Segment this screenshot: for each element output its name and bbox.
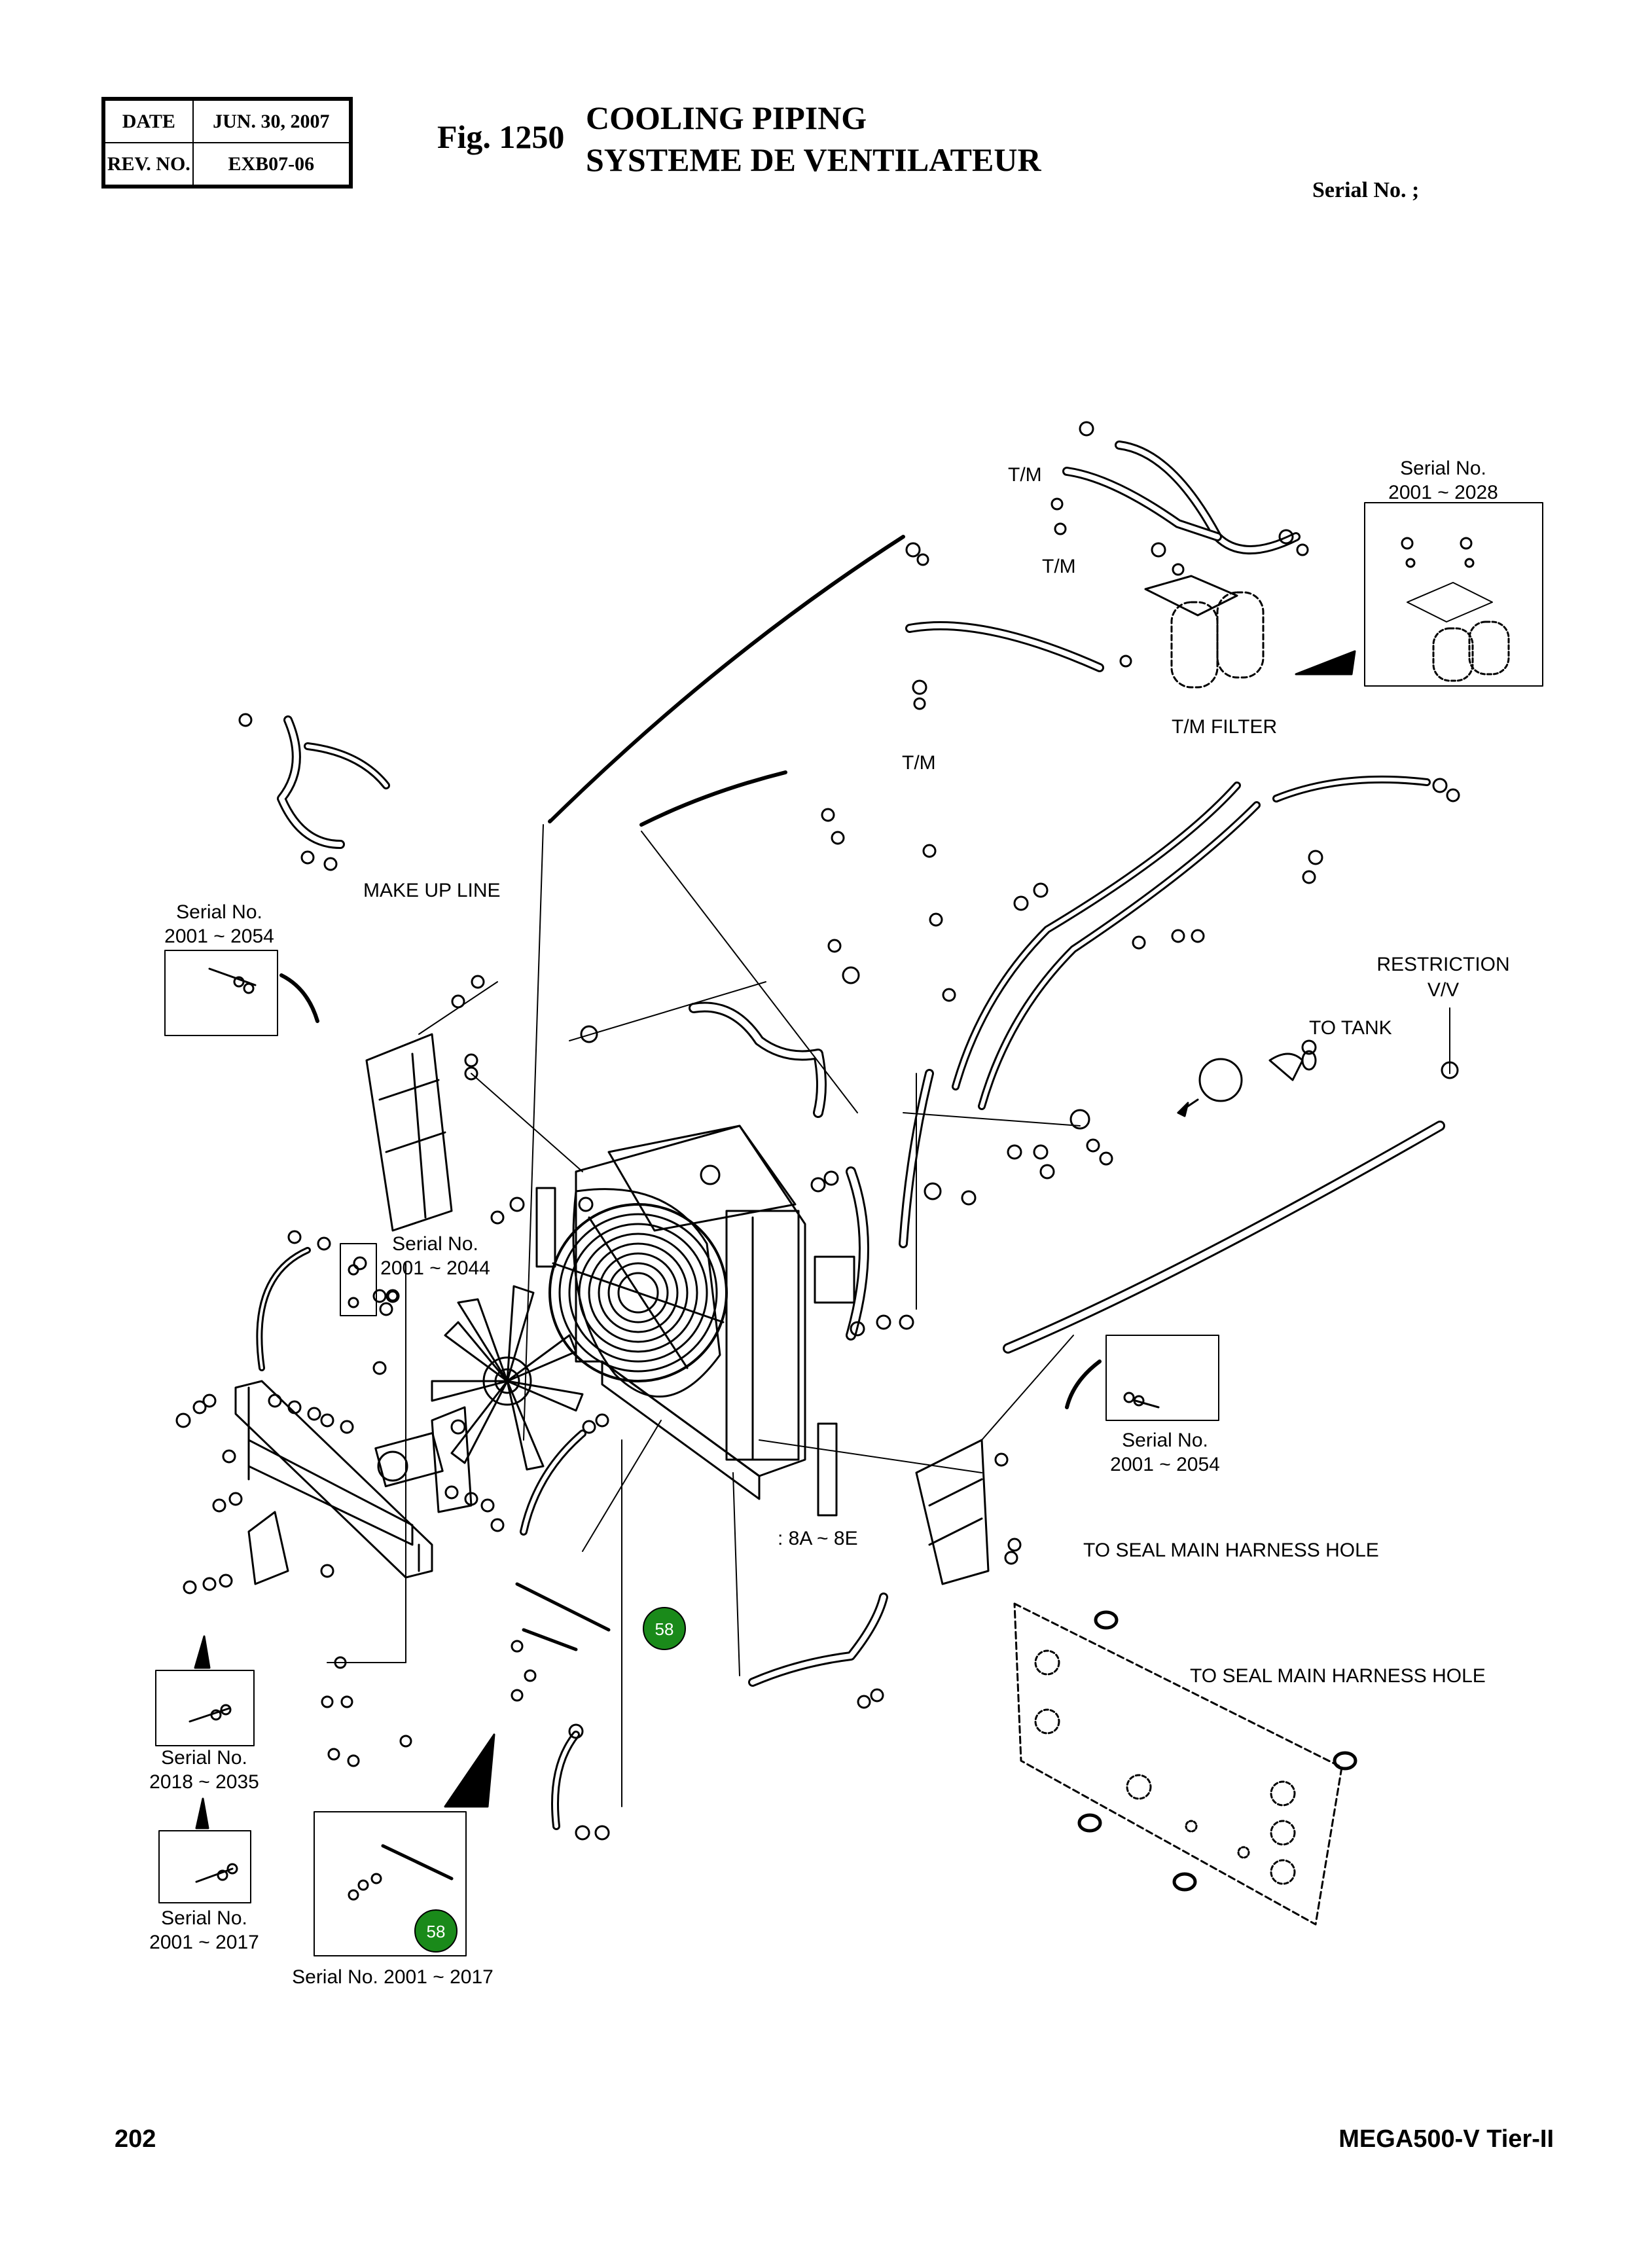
label-restriction-vv: V/V xyxy=(1428,979,1459,1001)
inset-b xyxy=(164,950,278,1036)
model-name: MEGA500-V Tier-II xyxy=(1338,2125,1554,2153)
radiator-assembly xyxy=(548,1125,855,1500)
label-tm-filter: T/M FILTER xyxy=(1172,716,1277,738)
upper-left-bracket xyxy=(365,1033,453,1232)
tm-filter-1 xyxy=(1170,601,1219,689)
vertical-tube-left xyxy=(535,1187,556,1268)
callout-58-main-text: 58 xyxy=(655,1619,674,1639)
label-tm-3: T/M xyxy=(902,752,936,774)
inset-g-pointer xyxy=(444,1733,495,1808)
inset-e-label-2: 2018 ~ 2035 xyxy=(149,1771,259,1793)
inset-e xyxy=(155,1670,255,1746)
inset-c-label-1: Serial No. xyxy=(392,1233,478,1255)
inset-g-label: Serial No. 2001 ~ 2017 xyxy=(292,1966,494,1988)
date-label: DATE xyxy=(104,99,194,143)
label-restriction: RESTRICTION xyxy=(1376,954,1509,975)
inset-a xyxy=(1364,502,1543,687)
inset-e-label-1: Serial No. xyxy=(161,1747,247,1769)
restriction-arrow-head xyxy=(1177,1102,1189,1117)
fan-blade-assembly xyxy=(431,1285,584,1471)
serial-number-label: Serial No. ; xyxy=(1312,178,1420,202)
revision-box: DATE JUN. 30, 2007 REV. NO. EXB07-06 xyxy=(101,97,353,189)
inset-d-label-1: Serial No. xyxy=(1122,1430,1208,1451)
leader-lines xyxy=(327,824,1450,1807)
inset-f-label-2: 2001 ~ 2017 xyxy=(149,1932,259,1953)
inset-d-pointer xyxy=(1065,1360,1102,1409)
radiator-outlet-neck xyxy=(814,1255,855,1304)
rev-label: REV. NO. xyxy=(104,142,194,186)
inset-f xyxy=(158,1830,251,1903)
right-bracket xyxy=(915,1439,990,1585)
callout-58-inset-text: 58 xyxy=(427,1922,446,1941)
radiator-bottom-frame xyxy=(601,1360,761,1500)
inset-d xyxy=(1105,1335,1219,1421)
inset-f-label-1: Serial No. xyxy=(161,1907,247,1929)
date-value: JUN. 30, 2007 xyxy=(192,99,351,143)
inset-a-label-1: Serial No. xyxy=(1400,458,1486,479)
label-to-tank: TO TANK xyxy=(1309,1017,1392,1039)
title-english: COOLING PIPING xyxy=(586,99,867,136)
figure-title: COOLING PIPING SYSTEME DE VENTILATEUR xyxy=(586,97,1041,181)
callout-58-inset: 58 xyxy=(414,1909,458,1953)
mounting-bracket xyxy=(247,1511,289,1585)
fasteners xyxy=(175,421,1460,1841)
page-number: 202 xyxy=(115,2125,156,2153)
fan-shroud xyxy=(572,1188,721,1398)
inset-b-label-1: Serial No. xyxy=(176,901,262,923)
inset-f-pointer xyxy=(195,1797,209,1829)
inset-a-label-2: 2001 ~ 2028 xyxy=(1388,482,1498,503)
revision-table: DATE JUN. 30, 2007 REV. NO. EXB07-06 xyxy=(104,99,351,186)
left-frame-assembly xyxy=(234,1033,453,1585)
label-8a-8e: : 8A ~ 8E xyxy=(778,1528,858,1549)
rev-value: EXB07-06 xyxy=(192,142,351,186)
inset-g xyxy=(314,1811,467,1956)
filter-bracket xyxy=(1144,575,1238,617)
to-tank-oring xyxy=(1301,1050,1317,1071)
inset-c xyxy=(340,1243,399,1316)
label-make-up-line: MAKE UP LINE xyxy=(363,880,501,901)
inset-b-label-2: 2001 ~ 2054 xyxy=(164,926,274,947)
label-to-seal-1: TO SEAL MAIN HARNESS HOLE xyxy=(1083,1540,1379,1561)
piping xyxy=(256,441,1445,1830)
filler-cap xyxy=(700,1164,721,1185)
label-tm-2: T/M xyxy=(1042,556,1076,577)
fan-guard xyxy=(548,1203,728,1382)
figure-number: Fig. 1250 xyxy=(437,118,565,155)
harness-cover-plate xyxy=(1013,1602,1357,1926)
diagram-labels: T/M T/M T/M T/M FILTER MAKE UP LINE REST… xyxy=(149,458,1510,1988)
to-tank-elbow xyxy=(1268,1053,1304,1081)
lower-frame xyxy=(234,1380,433,1579)
vertical-tube-right xyxy=(817,1422,838,1517)
restriction-valve-ball xyxy=(1198,1058,1243,1102)
inset-c-label-2: 2001 ~ 2044 xyxy=(380,1257,490,1279)
inset-a-pointer xyxy=(1295,650,1356,675)
right-frame-assembly xyxy=(915,1439,990,1585)
inset-e-pointer xyxy=(194,1635,211,1669)
title-french: SYSTEME DE VENTILATEUR xyxy=(586,141,1041,178)
inset-d-label-2: 2001 ~ 2054 xyxy=(1110,1454,1220,1475)
inset-b-pointer xyxy=(279,973,319,1023)
label-tm-1: T/M xyxy=(1008,464,1042,486)
label-to-seal-2: TO SEAL MAIN HARNESS HOLE xyxy=(1190,1665,1486,1687)
callout-58-main: 58 xyxy=(643,1607,686,1650)
radiator-side-tank xyxy=(725,1210,800,1461)
tm-filter-2 xyxy=(1216,591,1265,679)
